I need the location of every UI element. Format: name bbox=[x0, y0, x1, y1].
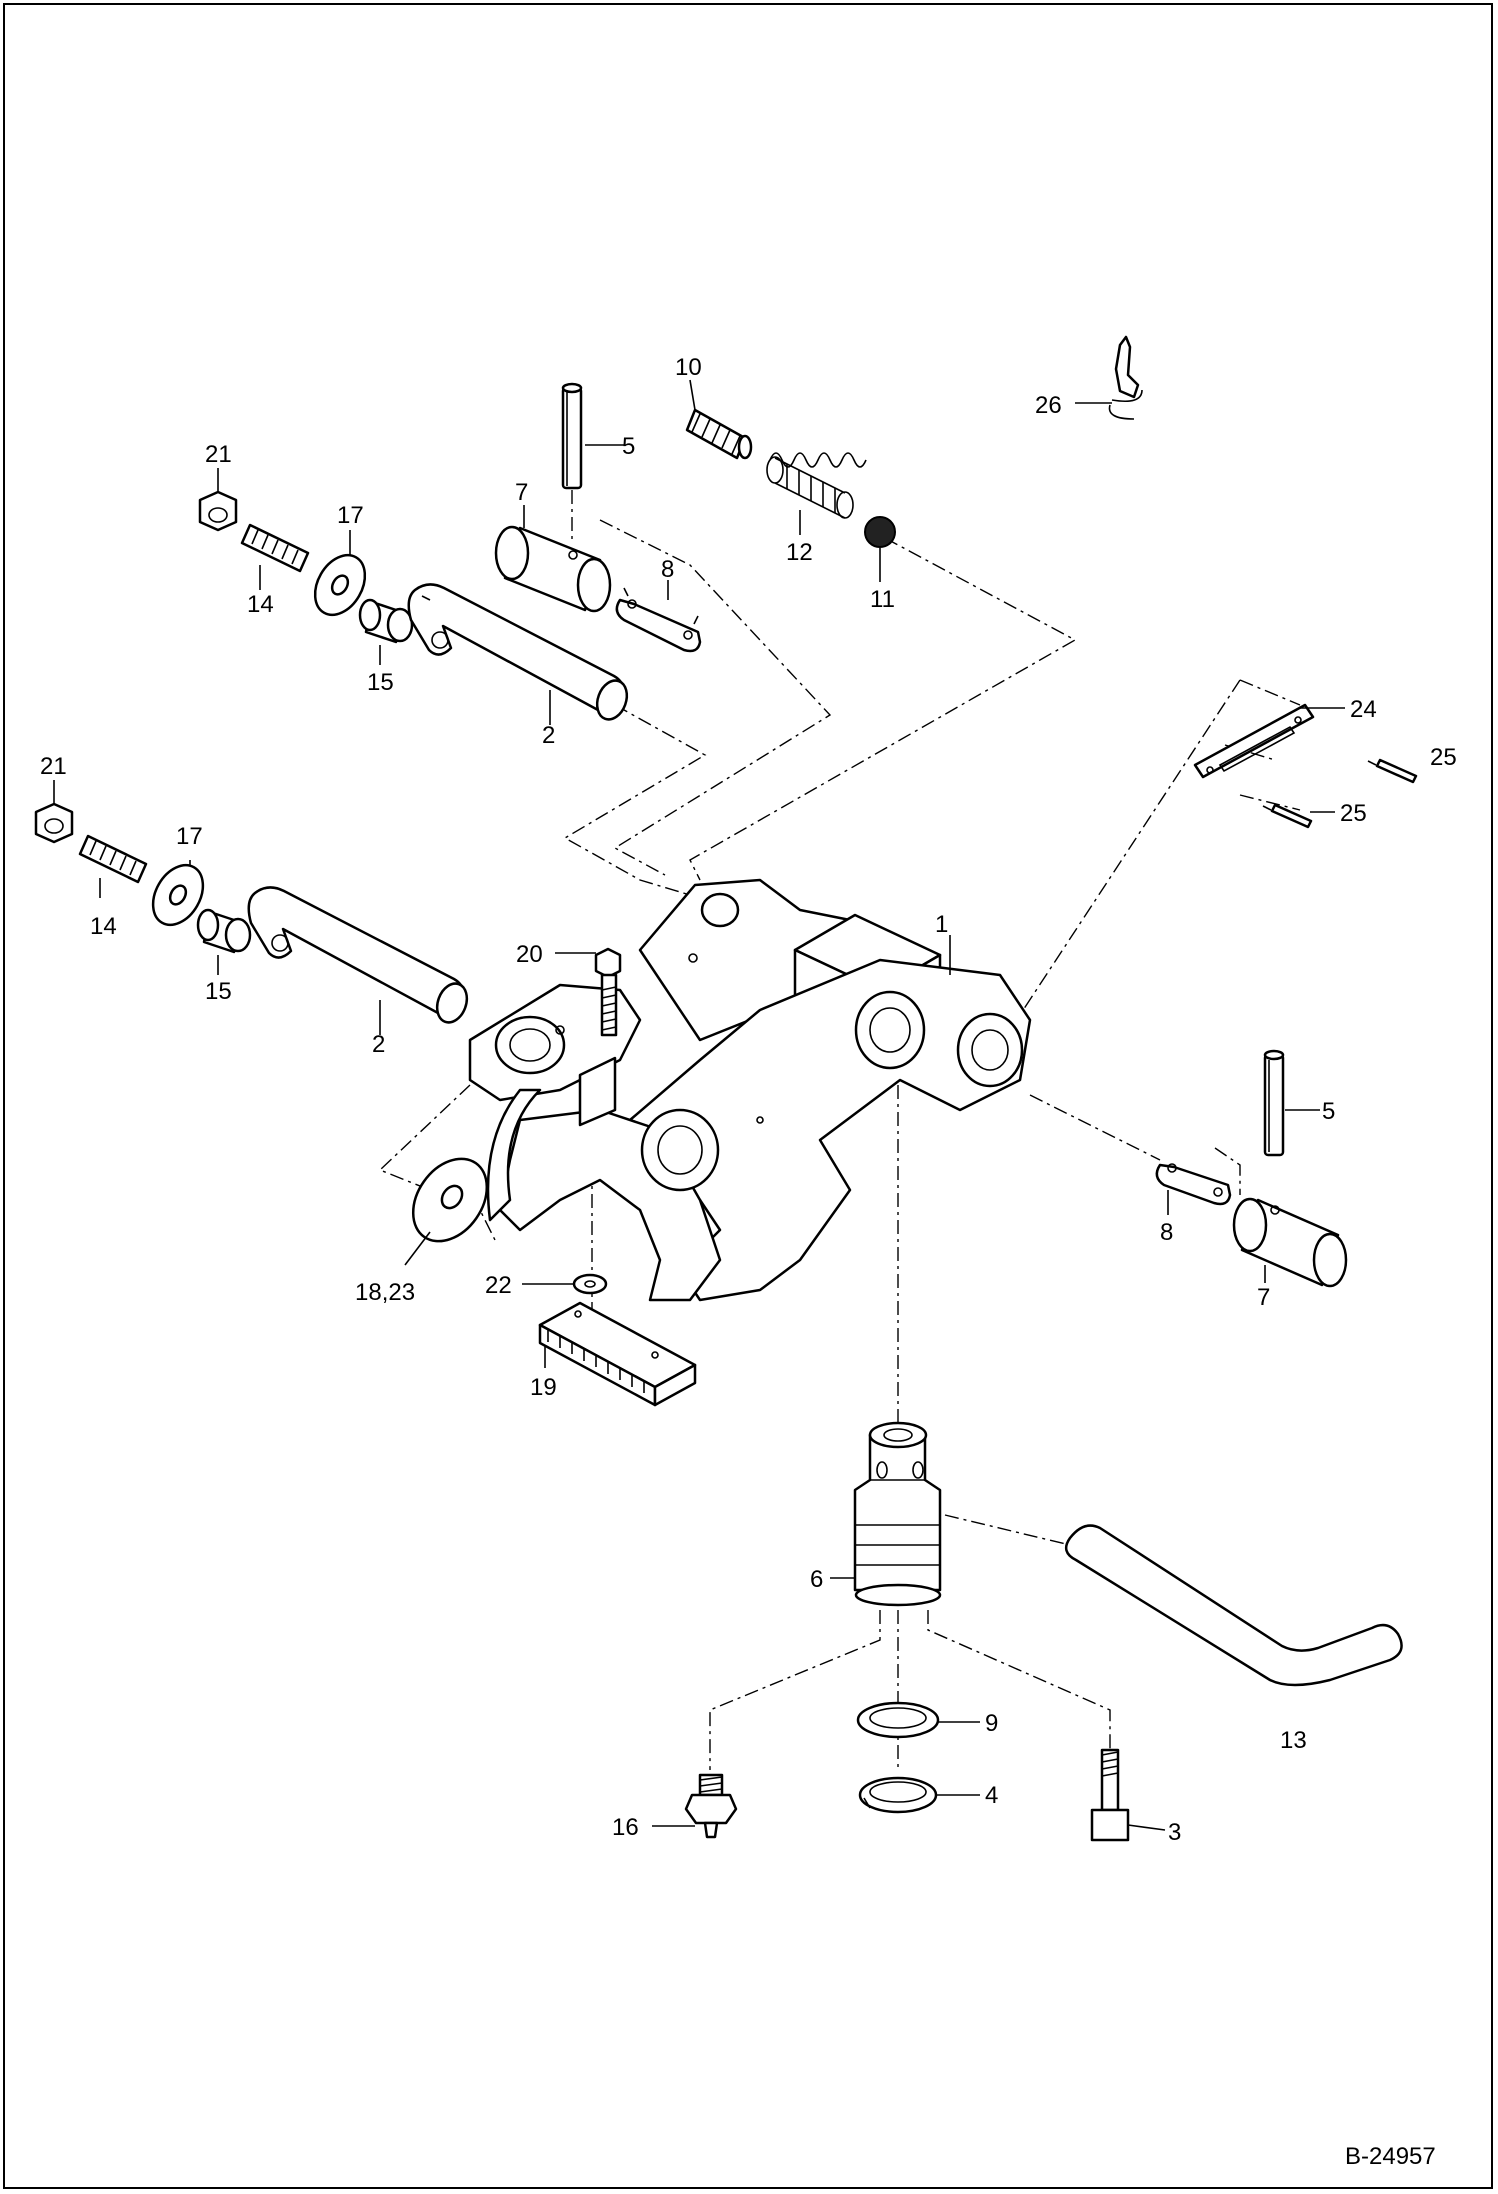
callout-8-upper: 8 bbox=[661, 556, 674, 583]
callout-1: 1 bbox=[935, 911, 948, 938]
callout-19: 19 bbox=[530, 1374, 557, 1401]
part-1-quick-coupler-body bbox=[468, 878, 1032, 1302]
part-4-retaining-ring bbox=[858, 1776, 938, 1814]
part-25-hose-b bbox=[1262, 803, 1313, 829]
callout-13: 13 bbox=[1280, 1727, 1307, 1754]
part-5-roll-pin-right bbox=[1263, 1049, 1285, 1157]
part-9-seal-ring bbox=[856, 1701, 940, 1739]
callout-17-lower: 17 bbox=[176, 823, 203, 850]
part-8-lock-plate-right bbox=[1155, 1163, 1232, 1206]
part-15-bushing-upper bbox=[358, 598, 414, 644]
callout-2-lower: 2 bbox=[372, 1031, 385, 1058]
callout-22: 22 bbox=[485, 1272, 512, 1299]
part-13-hose bbox=[1064, 1524, 1403, 1687]
part-17-washer-lower bbox=[151, 863, 205, 927]
part-22-washer bbox=[572, 1273, 608, 1295]
callout-14-upper: 14 bbox=[247, 591, 274, 618]
callout-10: 10 bbox=[675, 354, 702, 381]
part-5-roll-pin-upper bbox=[561, 382, 583, 490]
part-2-pin-upper bbox=[407, 583, 629, 721]
part-10-spring-plug bbox=[685, 408, 753, 460]
part-26-fitting bbox=[1108, 335, 1143, 420]
callout-6: 6 bbox=[810, 1566, 823, 1593]
part-16-fitting bbox=[684, 1773, 738, 1839]
part-25-hose-a bbox=[1367, 758, 1418, 784]
callout-2-upper: 2 bbox=[542, 722, 555, 749]
part-6-cylinder bbox=[853, 1421, 942, 1607]
callout-5-upper: 5 bbox=[622, 433, 635, 460]
callout-26: 26 bbox=[1035, 392, 1062, 419]
part-15-bushing-lower bbox=[196, 908, 252, 954]
part-12-spring bbox=[766, 452, 867, 519]
part-20-bolt bbox=[594, 947, 622, 1037]
part-24-plate bbox=[1193, 703, 1315, 779]
callout-9: 9 bbox=[985, 1710, 998, 1737]
part-7-sleeve-upper bbox=[494, 525, 612, 613]
callout-11: 11 bbox=[870, 586, 895, 613]
callout-20: 20 bbox=[516, 941, 543, 968]
callout-5-right: 5 bbox=[1322, 1098, 1335, 1125]
part-18-23-washer bbox=[411, 1157, 489, 1243]
part-8-lock-plate-upper bbox=[615, 587, 702, 653]
leader-lines bbox=[53, 379, 1345, 1831]
callout-25-b: 25 bbox=[1340, 800, 1367, 827]
part-19-pad bbox=[538, 1301, 697, 1407]
part-3-screw bbox=[1090, 1748, 1130, 1842]
part-21-nut-upper bbox=[198, 490, 238, 532]
callout-3: 3 bbox=[1168, 1819, 1181, 1846]
callout-21-lower: 21 bbox=[40, 753, 67, 780]
callout-17-upper: 17 bbox=[337, 502, 364, 529]
callout-14-lower: 14 bbox=[90, 913, 117, 940]
callout-25-a: 25 bbox=[1430, 744, 1457, 771]
callout-7-upper: 7 bbox=[515, 479, 528, 506]
callout-18-23: 18,23 bbox=[355, 1279, 415, 1306]
callout-7-right: 7 bbox=[1257, 1284, 1270, 1311]
part-14-threaded-stud-lower bbox=[78, 834, 148, 884]
part-21-nut-lower bbox=[34, 802, 74, 844]
part-7-sleeve-right bbox=[1232, 1197, 1348, 1288]
callout-12: 12 bbox=[786, 539, 813, 566]
part-14-threaded-stud-upper bbox=[240, 523, 310, 573]
part-17-washer-upper bbox=[313, 553, 367, 617]
callout-15-lower: 15 bbox=[205, 978, 232, 1005]
part-11-ball bbox=[864, 516, 896, 548]
callout-4: 4 bbox=[985, 1782, 998, 1809]
callout-16: 16 bbox=[612, 1814, 639, 1841]
callout-labels: 1 2 2 3 4 5 5 6 7 7 8 8 9 10 11 12 13 14… bbox=[40, 354, 1457, 1846]
callout-24: 24 bbox=[1350, 696, 1377, 723]
callout-8-right: 8 bbox=[1160, 1219, 1173, 1246]
callout-15-upper: 15 bbox=[367, 669, 394, 696]
callout-21-upper: 21 bbox=[205, 441, 232, 468]
drawing-reference: B-24957 bbox=[1345, 2143, 1436, 2170]
part-2-pin-lower bbox=[247, 886, 469, 1024]
